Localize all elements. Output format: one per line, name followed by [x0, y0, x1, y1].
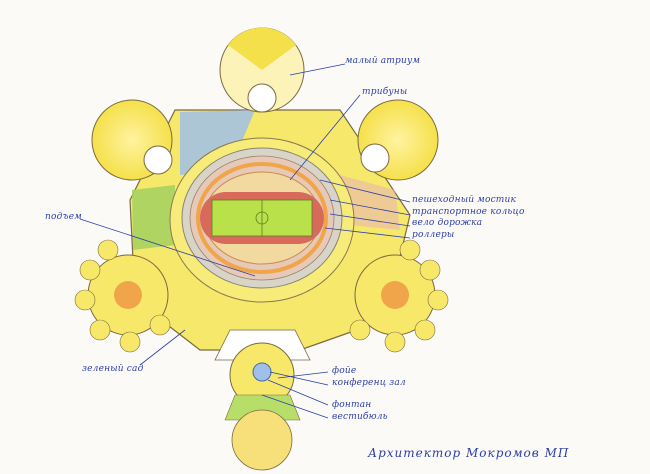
label-vestibule: вестибюль: [332, 412, 388, 422]
label-transport-ring: транспортное кольцо: [412, 207, 525, 217]
label-fountain: фонтан: [332, 400, 372, 410]
field-center: [255, 211, 269, 225]
garden-right-pod-5: [399, 239, 421, 261]
garden-right-pod-6: [349, 319, 371, 341]
label-stands: трибуны: [362, 87, 408, 97]
label-small-atrium: малый атриум: [345, 56, 421, 66]
garden-left-pod-1: [79, 259, 101, 281]
green-zone-left: [132, 185, 175, 250]
label-lift: подъем: [45, 212, 82, 222]
garden-left-pod-6: [149, 314, 171, 336]
garden-right-pod-4: [384, 331, 406, 353]
garden-left-pod-4: [119, 331, 141, 353]
garden-right-pod-2: [427, 289, 449, 311]
label-rollers: роллеры: [412, 230, 455, 240]
garden-left-pod-2: [74, 289, 96, 311]
label-green-garden: зеленый сад: [82, 364, 144, 374]
atrium-upper-left-core: [143, 145, 173, 175]
label-pedestrian-bridge: пешеходный мостик: [412, 195, 517, 205]
atrium-top-wedge: [228, 27, 296, 70]
garden-right-core: [381, 281, 409, 309]
fountain: [252, 362, 272, 382]
garden-right-pod-3: [414, 319, 436, 341]
garden-left-core: [114, 281, 142, 309]
label-velodrome: вело дорожка: [412, 218, 483, 228]
garden-left-pod-5: [97, 239, 119, 261]
label-foyer: фойе: [332, 366, 357, 376]
atrium-top-core: [247, 83, 277, 113]
vestibule-green: [224, 394, 301, 421]
architect-signature: Архитектор Мокромов МП: [368, 446, 570, 460]
atrium-upper-right-core: [360, 143, 390, 173]
transport-ring: [196, 162, 328, 274]
leader-lines: [79, 63, 411, 419]
vestibule-bottom: [231, 409, 293, 471]
garden-left-pod-3: [89, 319, 111, 341]
blue-zone: [180, 110, 255, 175]
garden-right-pod-1: [419, 259, 441, 281]
label-conference-hall: конференц зал: [332, 378, 406, 388]
